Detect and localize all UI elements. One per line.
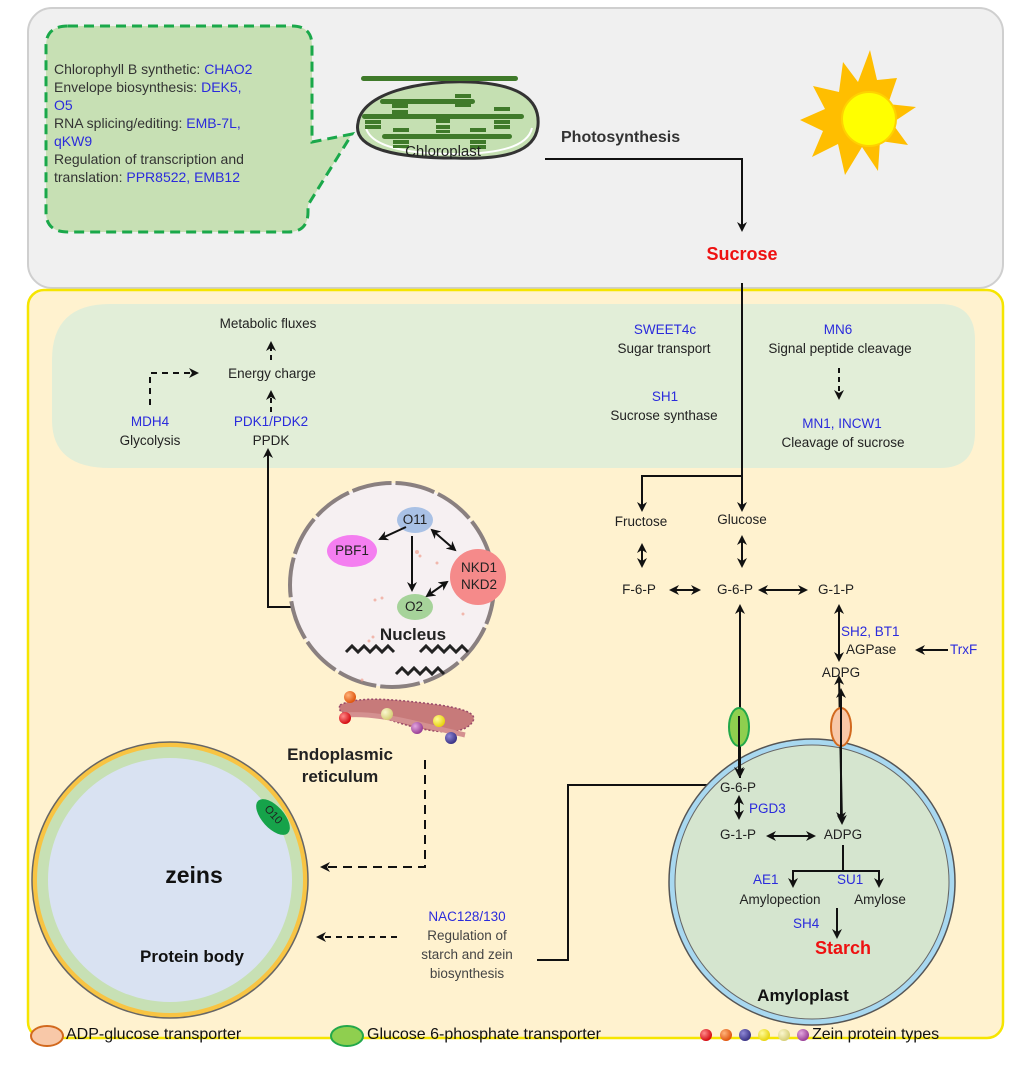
protein-body-label: Protein body [140,947,244,966]
metabolic-fluxes-label: Metabolic fluxes [219,316,317,331]
gene-sh1: SH1 [651,389,679,404]
agpase-label: AGPase [846,642,897,657]
legend-g6p-transporter: Glucose 6-phosphate transporter [367,1026,601,1043]
nac-line2: starch and zein [421,947,513,962]
gene-chao2: CHAO2 [204,61,253,77]
gene-sh2-bt1: SH2, BT1 [841,624,900,639]
zein-dot-navy [739,1029,751,1041]
photosynthesis-arrow [545,158,747,232]
zein-dot-red [700,1029,712,1041]
protein-body-icon [31,741,309,1019]
chloroplast-label: Chloroplast [405,143,481,160]
g6p-amyloplast-label: G-6-P [719,780,757,795]
gene-ppr8522-emb12: PPR8522, EMB12 [126,169,240,185]
callout-line: Chlorophyll B synthetic: CHAO2 [54,61,253,77]
nkd2-node: NKD2 [460,577,498,592]
sugar-transport-label: Sugar transport [617,341,711,356]
gene-sh4: SH4 [793,916,820,931]
g1p-cytosol-label: G-1-P [817,582,855,597]
endoplasmic-reticulum-icon [338,691,475,744]
nucleus-label: Nucleus [379,625,447,644]
gene-dek5: DEK5, [201,79,242,95]
amylopection-label: Amylopection [739,892,821,907]
amyloplast-icon [668,738,956,1026]
gene-nac128-130: NAC128/130 [428,909,506,924]
callout-line: Envelope biosynthesis: DEK5, [54,79,242,95]
o2-node: O2 [404,599,424,614]
amylose-label: Amylose [854,892,906,907]
adpg-cytosol-label: ADPG [821,665,861,680]
nkd1-node: NKD1 [460,560,498,575]
amyloplast-label: Amyloplast [757,986,849,1005]
legend-zein-types: Zein protein types [812,1026,940,1043]
gene-mn6: MN6 [823,322,853,337]
callout-bubble [44,24,356,234]
gene-pgd3: PGD3 [749,801,786,816]
callout-line: Regulation of transcription and [54,151,244,167]
gene-emb7l: EMB-7L, [186,115,241,131]
glucose-label: Glucose [717,512,767,527]
zein-dot-yellow [758,1029,770,1041]
callout-line: O5 [54,96,252,114]
gene-mn1-incw1: MN1, INCW1 [802,416,882,431]
metabolism-band [52,304,975,468]
nucleus-icon [288,481,506,689]
gene-trxf: TrxF [950,642,978,657]
g1p-amyloplast-label: G-1-P [719,827,757,842]
gene-qkw9: qKW9 [54,133,93,149]
callout-line: qKW9 [54,132,252,150]
gene-su1: SU1 [837,872,864,887]
gene-pdk1-pdk2: PDK1/PDK2 [233,414,309,429]
sucrose-label: Sucrose [706,244,778,264]
pbf1-node: PBF1 [335,543,369,558]
gene-sweet4c: SWEET4c [633,322,697,337]
zein-dot-purple [797,1029,809,1041]
o11-node: O11 [402,512,428,527]
energy-charge-label: Energy charge [228,366,316,381]
legend-adp-transporter: ADP-glucose transporter [66,1026,242,1043]
zeins-label: zeins [165,862,223,888]
legend-adp-transporter-icon [30,1025,64,1047]
gene-mdh4: MDH4 [130,414,170,429]
nac-line3: biosynthesis [429,966,505,981]
gene-ae1: AE1 [753,872,779,887]
cleavage-label: Cleavage of sucrose [781,435,905,450]
starch-label: Starch [814,938,872,958]
sucrose-synthase-label: Sucrose synthase [610,408,718,423]
zein-dot-pale [778,1029,790,1041]
callout-line: RNA splicing/editing: EMB-7L, [54,115,241,131]
gene-o5: O5 [54,97,73,113]
fructose-label: Fructose [614,514,668,529]
adpg-amyloplast-label: ADPG [823,827,863,842]
nac-line1: Regulation of [427,928,507,943]
photosynthesis-label: Photosynthesis [561,129,681,146]
zein-dot-orange [720,1029,732,1041]
ppdk-label: PPDK [252,433,290,448]
callout-line: translation: PPR8522, EMB12 [54,169,240,185]
callout-text: Chlorophyll B synthetic: CHAO2 Envelope … [54,60,252,186]
signal-peptide-label: Signal peptide cleavage [768,341,912,356]
f6p-label: F-6-P [622,582,656,597]
er-label-line2: reticulum [301,767,379,786]
chloroplast-thylakoids [361,76,524,149]
glycolysis-label: Glycolysis [119,433,181,448]
sun-icon [800,50,916,175]
er-label-line1: Endoplasmic [287,745,393,764]
g6p-cytosol-label: G-6-P [716,582,754,597]
legend-g6p-transporter-icon [330,1025,364,1047]
